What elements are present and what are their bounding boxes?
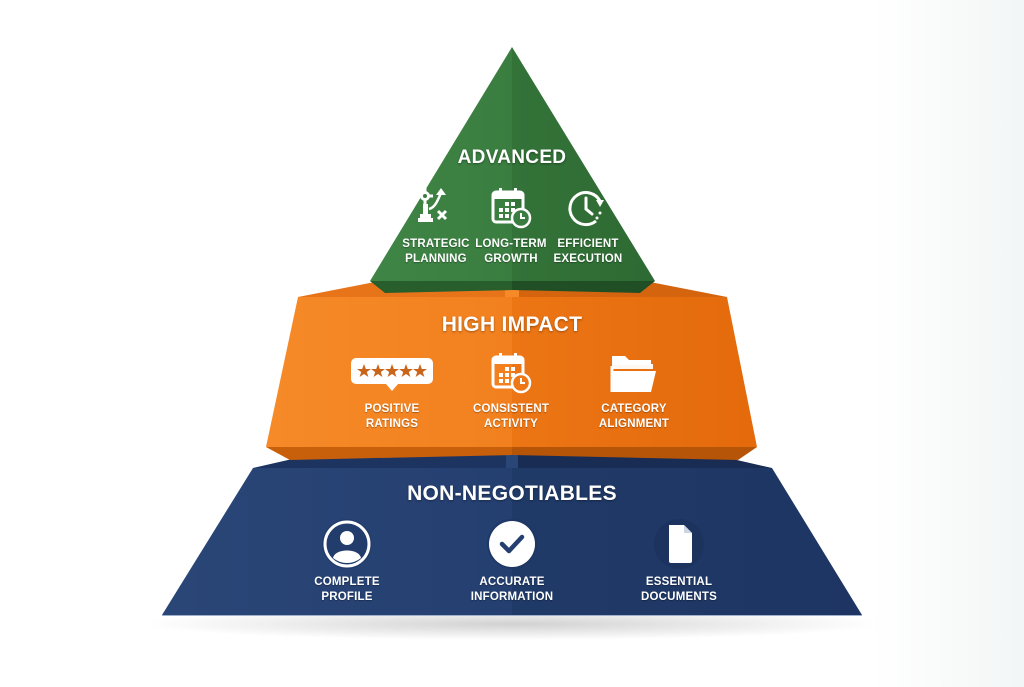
item-label: EFFICIENT EXECUTION (553, 238, 623, 265)
tier-title-high-impact: HIGH IMPACT (441, 313, 583, 336)
item-label: CATEGORY ALIGNMENT (598, 403, 670, 430)
item-accurate-information: ACCURATE INFORMATION (452, 518, 572, 605)
folder-icon (610, 356, 656, 392)
item-consistent-activity: CONSISTENT ACTIVITY (451, 352, 571, 432)
item-label: LONG-TERM GROWTH (475, 238, 547, 265)
item-label: ESSENTIAL DOCUMENTS (641, 576, 717, 603)
clock-cycle-icon (568, 191, 604, 227)
calendar-clock-icon (491, 188, 532, 229)
check-circle-icon (487, 519, 537, 569)
item-label: CONSISTENT ACTIVITY (472, 403, 550, 430)
item-label: POSITIVE RATINGS (364, 403, 420, 430)
tier-advanced-shape (370, 47, 655, 293)
item-complete-profile: COMPLETE PROFILE (287, 518, 407, 605)
item-label: COMPLETE PROFILE (314, 576, 380, 603)
tier-title-non-negotiables: NON-NEGOTIABLES (407, 482, 617, 505)
document-icon (654, 519, 704, 569)
star-rating-bubble-icon (351, 358, 433, 391)
item-efficient-execution: EFFICIENT EXECUTION (528, 187, 648, 267)
item-long-term-growth: LONG-TERM GROWTH (451, 187, 571, 267)
item-strategic-planning: STRATEGIC PLANNING (376, 187, 496, 267)
item-label: STRATEGIC PLANNING (402, 238, 470, 265)
item-positive-ratings: POSITIVE RATINGS (332, 352, 452, 432)
strategy-chess-gear-icon (417, 188, 448, 222)
item-category-alignment: CATEGORY ALIGNMENT (574, 352, 694, 432)
tier-title-advanced: ADVANCED (457, 147, 567, 168)
item-essential-documents: ESSENTIAL DOCUMENTS (619, 518, 739, 605)
user-profile-circle-icon (322, 519, 372, 569)
calendar-clock-icon (491, 353, 532, 394)
item-label: ACCURATE INFORMATION (470, 576, 554, 603)
